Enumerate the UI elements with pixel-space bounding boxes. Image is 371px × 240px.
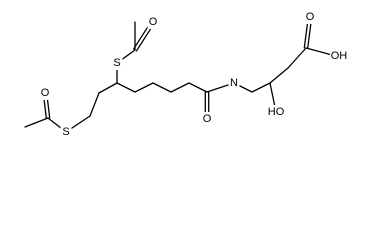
atom-s-upper: S (113, 57, 120, 69)
single-bond (188, 82, 208, 93)
single-bond (116, 82, 136, 93)
atom-s-lower: S (62, 126, 69, 138)
single-bond (269, 67, 289, 84)
molecule-structure-diagram: S S O O O N O OH HO (24, 10, 348, 139)
atom-label-backdrop (39, 86, 51, 100)
single-bond (251, 82, 271, 93)
atom-o-amide: O (203, 113, 212, 125)
atom-oh-acid: OH (331, 50, 348, 62)
atom-label-backdrop (228, 76, 240, 90)
bond-lines (24, 16, 337, 133)
atom-label-backdrop (201, 112, 213, 126)
atom-label-backdrop (147, 15, 159, 29)
atom-label-backdrop (330, 49, 348, 63)
atom-ho-hydroxy: HO (268, 106, 285, 118)
atom-label-backdrop (111, 56, 123, 70)
single-bond (134, 82, 154, 93)
single-bond (152, 82, 172, 93)
atom-labels: S S O O O N O OH HO (39, 10, 348, 139)
single-bond (287, 47, 307, 69)
atom-label-backdrop (304, 10, 316, 24)
atom-o-upper-acetyl: O (149, 16, 158, 28)
single-bond (89, 92, 100, 117)
atom-n-amide: N (230, 77, 238, 89)
atom-label-backdrop (60, 125, 72, 139)
atom-label-backdrop (267, 105, 285, 119)
atom-o-lower-acetyl: O (41, 87, 50, 99)
single-bond (98, 82, 118, 94)
atom-o-carbonyl-acid: O (306, 11, 315, 23)
single-bond (170, 82, 190, 93)
single-bond (24, 117, 49, 128)
